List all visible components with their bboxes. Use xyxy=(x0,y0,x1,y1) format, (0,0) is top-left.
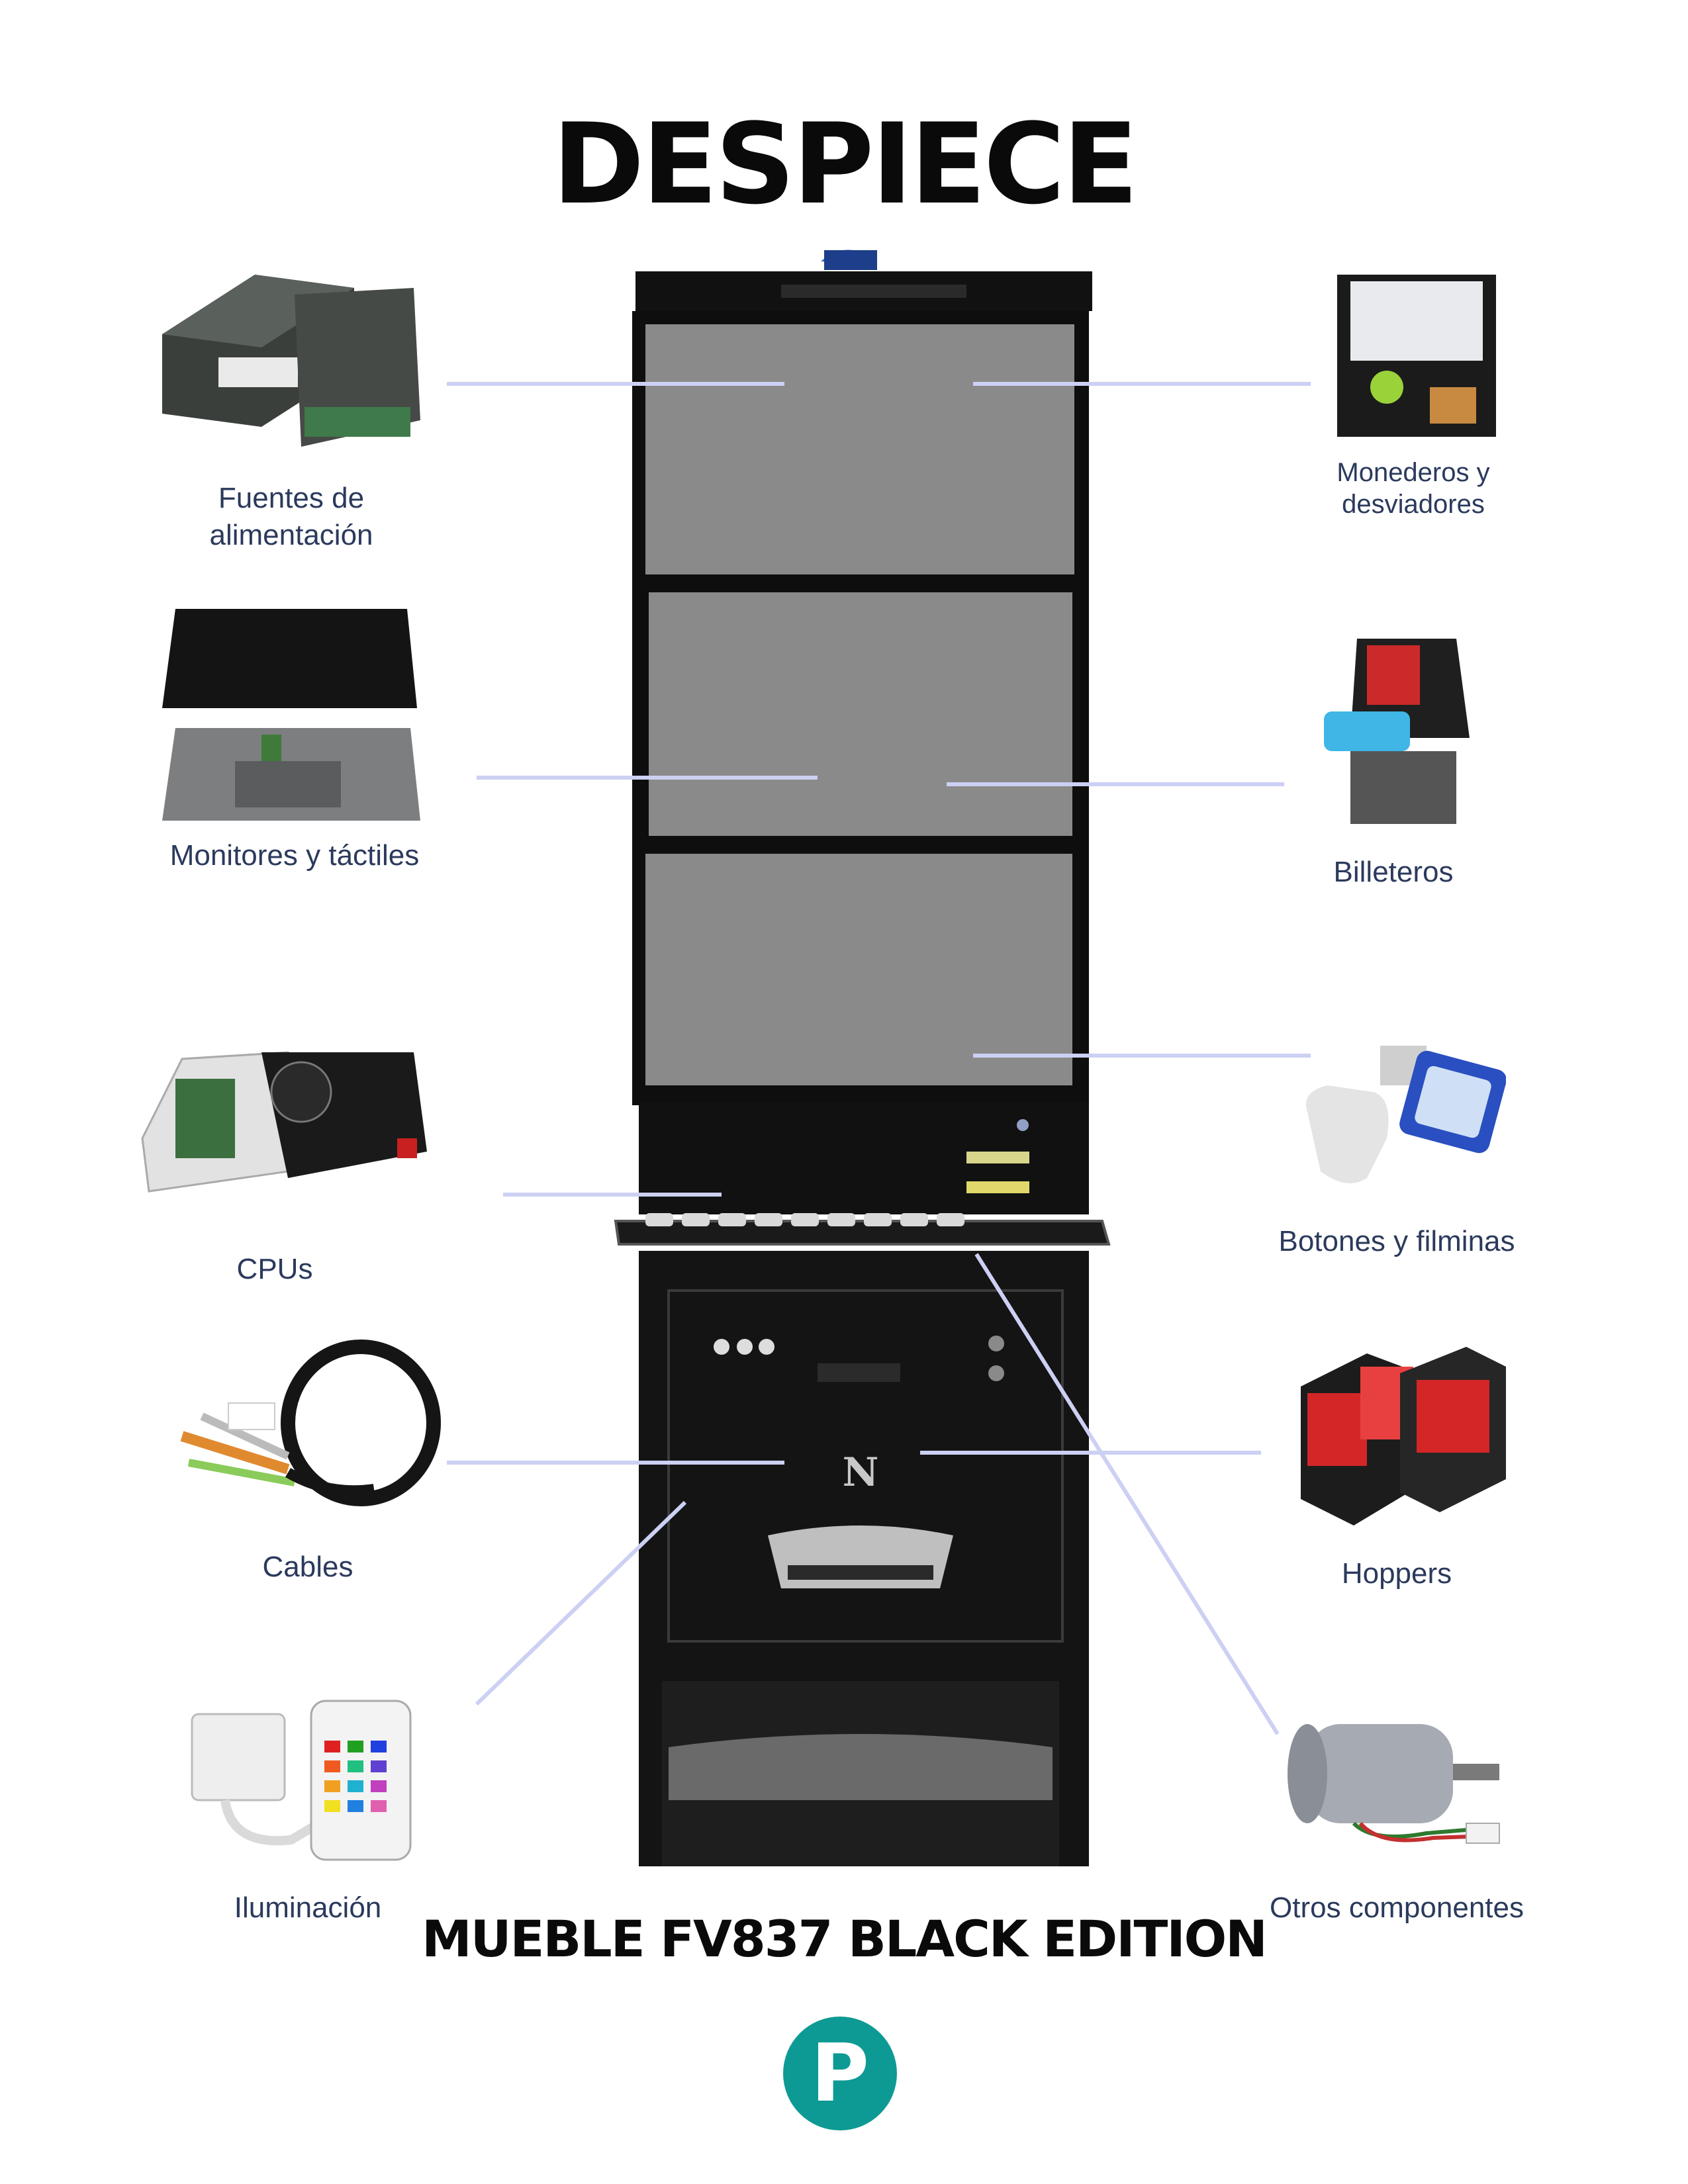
middle-screen xyxy=(649,592,1072,836)
power-supply-icon xyxy=(162,275,420,447)
bottom-screen xyxy=(645,854,1072,1085)
brand-logo-letter: P xyxy=(811,2027,869,2120)
cpus-label: CPUs xyxy=(236,1253,313,1285)
page-title: DESPIECE xyxy=(552,99,1139,229)
hoppers-label: Hoppers xyxy=(1341,1557,1452,1590)
buttons-label: Botones y filminas xyxy=(1278,1225,1515,1257)
bill-validator-icon xyxy=(1324,639,1470,824)
cables-label: Cables xyxy=(262,1551,353,1583)
cable-icon xyxy=(180,1340,441,1506)
coin-acceptors-label: Monederos y desviadores xyxy=(1336,458,1490,519)
brand-logo: P xyxy=(783,2017,897,2130)
lighting-label: Iluminación xyxy=(234,1891,382,1924)
svg-text:N: N xyxy=(843,1449,879,1496)
monitor-icon xyxy=(162,609,420,821)
led-remote-icon xyxy=(191,1700,412,1861)
bill-validators-label: Billeteros xyxy=(1333,856,1454,888)
button-icon xyxy=(1306,1046,1506,1183)
power-supplies-label: Fuentes de alimentación xyxy=(209,482,373,551)
top-screen xyxy=(645,324,1074,574)
coin-acceptor-icon xyxy=(1337,275,1496,437)
monitors-label: Monitores y táctiles xyxy=(169,839,420,872)
other-components-label: Otros componentes xyxy=(1270,1891,1524,1924)
model-subtitle: MUEBLE FV837 BLACK EDITION xyxy=(422,1909,1268,1968)
cpu-icon xyxy=(141,1051,427,1193)
motor-icon xyxy=(1288,1724,1500,1844)
hopper-icon xyxy=(1301,1347,1506,1525)
